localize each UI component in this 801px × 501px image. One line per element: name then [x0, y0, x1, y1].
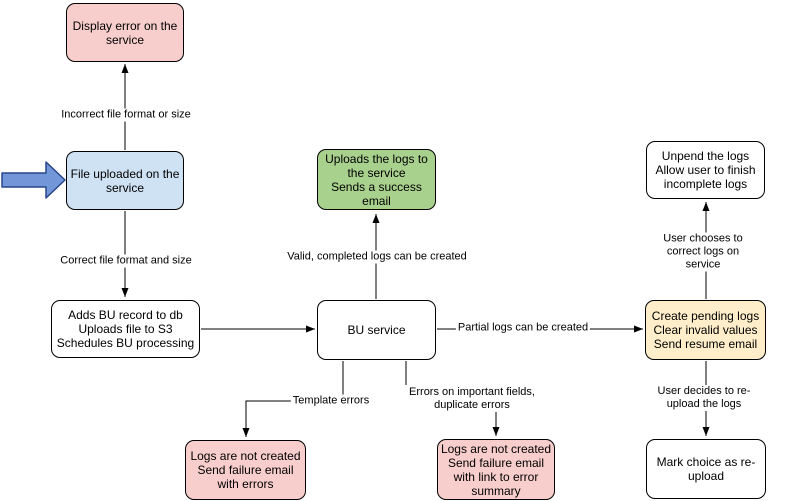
node-display-error: Display error on the service	[66, 3, 184, 62]
edge-label-correct-format: Correct file format and size	[58, 254, 194, 268]
node-unpend-logs: Unpend the logs Allow user to finish inc…	[646, 141, 765, 199]
edge-label-valid-logs: Valid, completed logs can be created	[285, 250, 469, 264]
node-file-uploaded: File uploaded on the service	[66, 151, 184, 210]
edge-label-incorrect-format: Incorrect file format or size	[59, 108, 193, 122]
entry-arrow-icon	[1, 161, 66, 199]
node-logs-not-created-template-label: Logs are not created Send failure email …	[190, 449, 301, 491]
node-display-error-label: Display error on the service	[72, 18, 178, 47]
edge-label-user-reuploads: User decides to re-upload the logs	[655, 385, 753, 411]
edge-label-user-corrects: User chooses to correct logs on service	[654, 232, 752, 272]
edge-label-partial-logs: Partial logs can be created	[455, 321, 591, 335]
node-upload-success-label: Uploads the logs to the service Sends a …	[325, 151, 428, 208]
node-logs-not-created-fields-label: Logs are not created Send failure email …	[440, 441, 552, 498]
node-bu-service: BU service	[317, 300, 436, 360]
node-mark-reupload-label: Mark choice as re- upload	[656, 455, 756, 483]
node-logs-not-created-fields: Logs are not created Send failure email …	[437, 439, 555, 500]
node-mark-reupload: Mark choice as re- upload	[646, 439, 766, 499]
node-logs-not-created-template: Logs are not created Send failure email …	[185, 440, 306, 500]
node-file-uploaded-label: File uploaded on the service	[70, 166, 180, 195]
node-create-pending: Create pending logs Clear invalid values…	[645, 300, 766, 360]
node-create-pending-label: Create pending logs Clear invalid values…	[651, 309, 760, 351]
node-upload-success: Uploads the logs to the service Sends a …	[317, 149, 436, 210]
node-add-record-label: Adds BU record to db Uploads file to S3 …	[56, 308, 195, 350]
node-bu-service-label: BU service	[347, 323, 406, 337]
node-add-record: Adds BU record to db Uploads file to S3 …	[51, 300, 200, 358]
edge-label-field-errors: Errors on important fields, duplicate er…	[407, 386, 537, 412]
edge-label-template-errors: Template errors	[290, 394, 372, 408]
node-unpend-logs-label: Unpend the logs Allow user to finish inc…	[655, 149, 756, 191]
